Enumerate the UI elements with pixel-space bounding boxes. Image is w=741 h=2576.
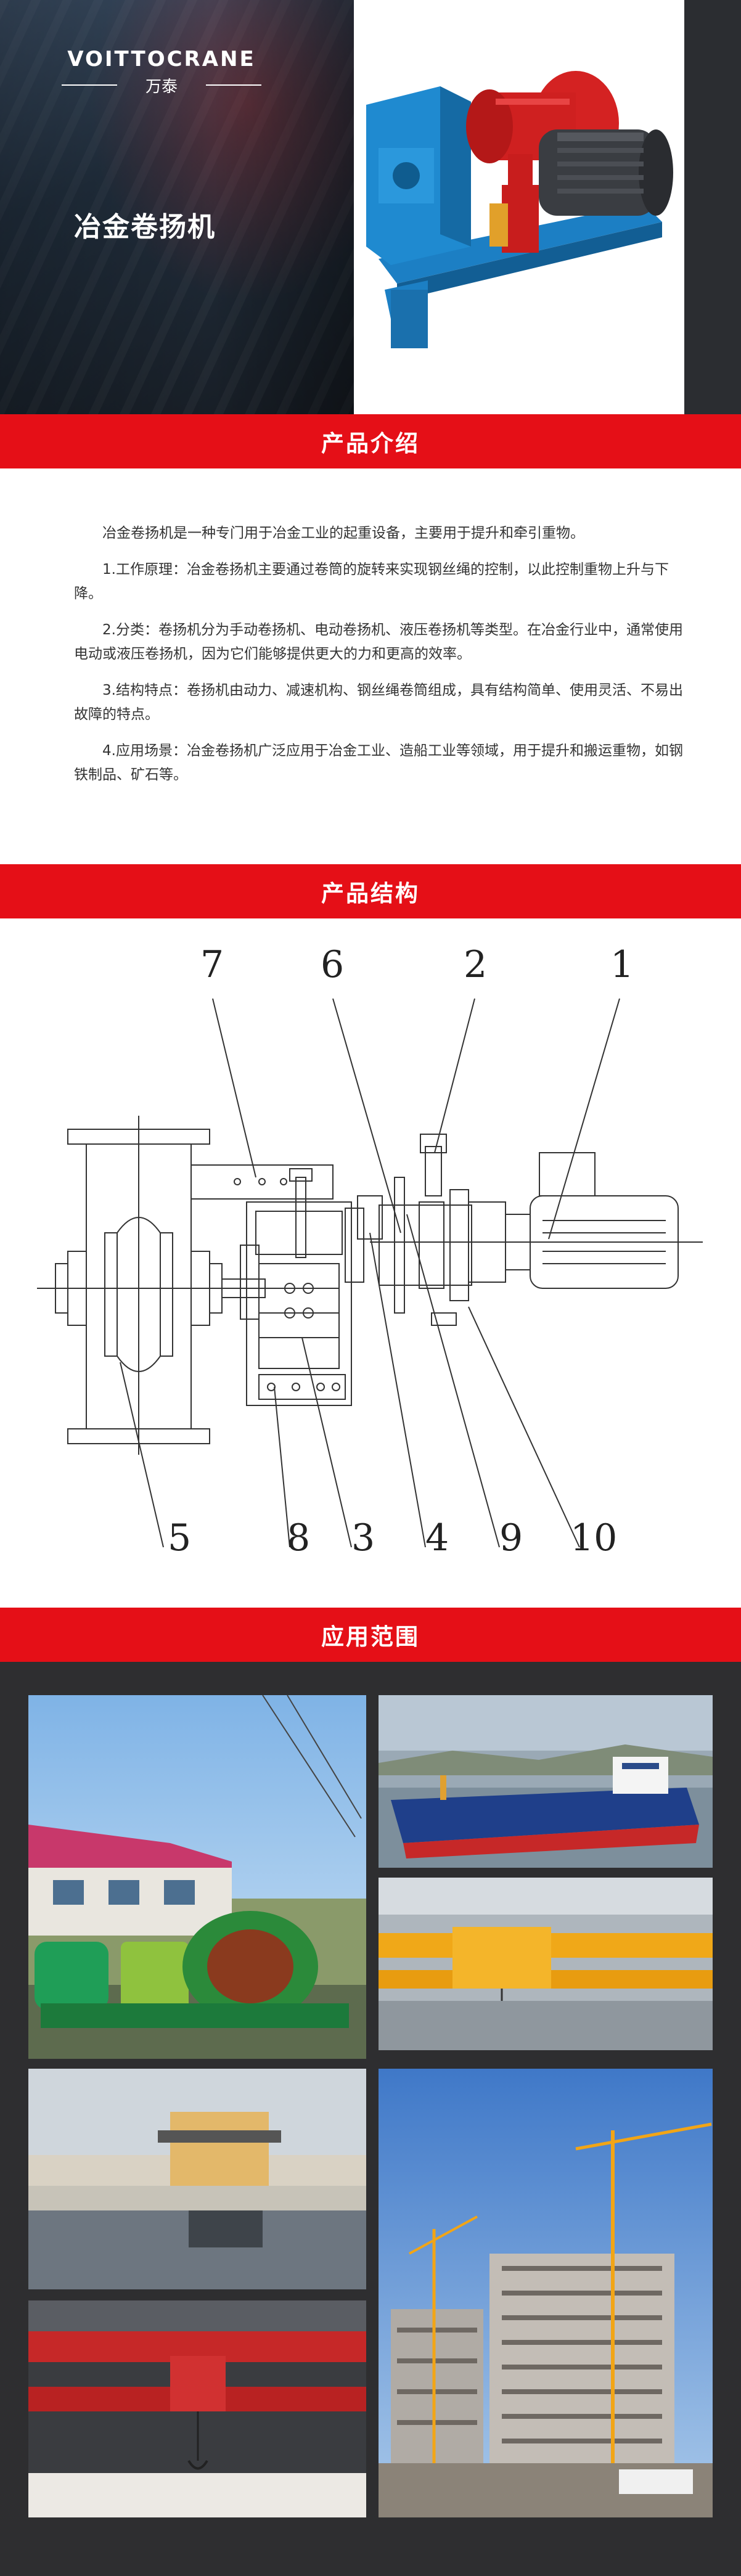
steel-plant-crane-photo [28,2300,366,2517]
section-banner-structure: 产品结构 [0,864,741,918]
application-gallery [0,1662,741,2576]
intro-paragraph: 1.工作原理：冶金卷扬机主要通过卷筒的旋转来实现钢丝绳的控制，以此控制重物上升与… [74,562,669,602]
diagram-label: 8 [287,1516,311,1560]
intro-paragraph: 冶金卷扬机是一种专门用于冶金工业的起重设备，主要用于提升和牵引重物。 [102,525,584,541]
diagram-label: 3 [351,1516,375,1560]
sluice-gate-photo [28,2069,366,2289]
intro-paragraph: 2.分类：卷扬机分为手动卷扬机、电动卷扬机、液压卷扬机等类型。在冶金行业中，通常… [74,622,683,662]
winch-site-photo [28,1695,366,2059]
structure-diagram: 7 6 2 1 5 8 3 4 9 10 [25,943,716,1584]
hero-shade [0,0,354,414]
diagram-label: 5 [168,1516,192,1560]
diagram-label: 6 [321,943,345,986]
diagram-label: 9 [499,1516,523,1560]
product-intro: 冶金卷扬机是一种专门用于冶金工业的起重设备，主要用于提升和牵引重物。 1.工作原… [74,521,687,799]
hero-section: VOITTOCRANE 万泰 冶金卷扬机 [0,0,741,414]
logo-divider-left [62,84,117,86]
intro-paragraph: 4.应用场景：冶金卷扬机广泛应用于冶金工业、造船工业等领域，用于提升和搬运重物，… [74,743,683,783]
brand-logo: VOITTOCRANE [67,47,256,72]
diagram-label: 2 [464,943,488,986]
section-title-intro: 产品介绍 [321,430,420,457]
brand-logo-subtitle: 万泰 [145,78,178,96]
logo-divider-right [206,84,261,86]
hero-title: 冶金卷扬机 [74,211,216,243]
diagram-label: 10 [570,1516,618,1560]
diagram-label: 7 [200,943,224,986]
overhead-crane-photo [379,1878,713,2050]
cargo-ship-photo [379,1695,713,1868]
hero-background-photo [0,0,354,414]
section-title-structure: 产品结构 [321,880,420,907]
construction-cranes-photo [379,2069,713,2517]
hero-side-strip [684,0,741,414]
intro-paragraph: 3.结构特点：卷扬机由动力、减速机构、钢丝绳卷筒组成，具有结构简单、使用灵活、不… [74,682,683,722]
diagram-label: 4 [425,1516,449,1560]
section-title-application: 应用范围 [321,1624,420,1650]
section-banner-application: 应用范围 [0,1608,741,1662]
diagram-label: 1 [610,943,634,986]
section-banner-intro: 产品介绍 [0,414,741,468]
winch-photo [354,0,684,414]
